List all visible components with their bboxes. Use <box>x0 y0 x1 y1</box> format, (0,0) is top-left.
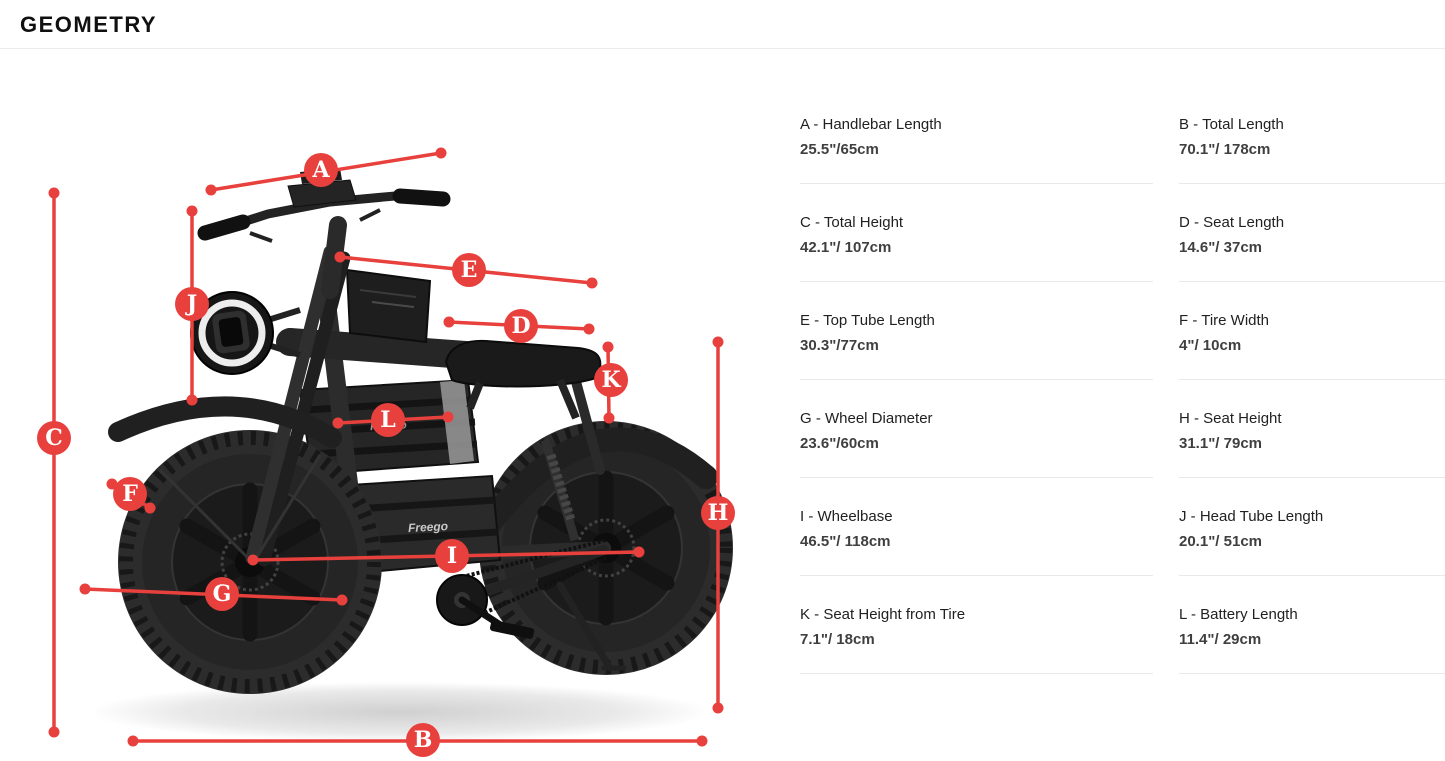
marker-badge-c <box>37 421 71 455</box>
marker-badge-i <box>435 539 469 573</box>
measure-marker-a: A <box>205 147 447 196</box>
measure-marker-g: G <box>79 577 348 611</box>
marker-badge-a <box>304 153 338 187</box>
measurement-markers: A B C D E F G H I J K L <box>37 147 735 757</box>
top-bag <box>345 268 432 344</box>
spec-label: B - Total Length <box>1179 116 1284 133</box>
spec-item-b: B - Total Length 70.1"/ 178cm <box>1179 86 1445 184</box>
spec-value: 42.1"/ 107cm <box>800 239 892 256</box>
measure-marker-c: C <box>37 187 71 738</box>
marker-badge-l <box>371 403 405 437</box>
spec-label: J - Head Tube Length <box>1179 508 1324 525</box>
marker-badge-j <box>175 287 209 321</box>
spec-item-k: K - Seat Height from Tire 7.1"/ 18cm <box>800 576 1153 674</box>
spec-label: K - Seat Height from Tire <box>800 606 966 623</box>
spec-value: 14.6"/ 37cm <box>1179 239 1263 256</box>
measure-marker-e: E <box>334 251 598 289</box>
spec-item-g: G - Wheel Diameter 23.6"/60cm <box>800 380 1153 478</box>
measure-marker-d: D <box>443 309 595 343</box>
spec-column-right: B - Total Length 70.1"/ 178cm D - Seat L… <box>1179 86 1445 674</box>
front-fork <box>245 245 351 567</box>
marker-letter-k: K <box>601 367 621 393</box>
marker-letter-a: A <box>311 157 330 183</box>
measure-marker-l: L <box>332 403 454 437</box>
ground-shadow <box>90 682 710 742</box>
front-fender <box>108 396 342 562</box>
spec-label: E - Top Tube Length <box>800 312 935 329</box>
spec-value: 46.5"/ 118cm <box>800 533 891 550</box>
spec-label: I - Wheelbase <box>800 508 893 525</box>
spec-column-left: A - Handlebar Length 25.5"/65cm C - Tota… <box>800 86 1153 674</box>
spec-item-c: C - Total Height 42.1"/ 107cm <box>800 184 1153 282</box>
spec-value: 23.6"/60cm <box>800 435 879 452</box>
page-title: GEOMETRY <box>20 12 158 37</box>
measure-marker-b: B <box>127 723 708 757</box>
rear-shock <box>540 438 580 542</box>
marker-badge-f <box>113 477 147 511</box>
marker-badge-d <box>504 309 538 343</box>
marker-letter-j: J <box>185 291 197 317</box>
bike-illustration: Freego Freego <box>37 147 735 757</box>
measure-marker-i: I <box>247 539 645 573</box>
spec-value: 11.4"/ 29cm <box>1179 631 1262 648</box>
spec-item-l: L - Battery Length 11.4"/ 29cm <box>1179 576 1445 674</box>
measure-marker-h: H <box>701 336 735 714</box>
spec-item-a: A - Handlebar Length 25.5"/65cm <box>800 86 1153 184</box>
marker-badge-k <box>594 363 628 397</box>
spec-value: 7.1"/ 18cm <box>800 631 875 648</box>
marker-letter-e: E <box>461 257 478 283</box>
marker-badge-e <box>452 253 486 287</box>
marker-badge-h <box>701 496 735 530</box>
measure-marker-j: J <box>175 205 209 406</box>
spec-label: F - Tire Width <box>1179 312 1270 329</box>
spec-list: A - Handlebar Length 25.5"/65cm C - Tota… <box>800 86 1445 674</box>
spec-label: C - Total Height <box>800 214 904 231</box>
spec-value: 70.1"/ 178cm <box>1179 141 1271 158</box>
spec-label: L - Battery Length <box>1179 606 1298 623</box>
spec-value: 25.5"/65cm <box>800 141 879 158</box>
marker-letter-d: D <box>511 313 530 339</box>
marker-letter-f: F <box>122 481 138 507</box>
spec-item-d: D - Seat Length 14.6"/ 37cm <box>1179 184 1445 282</box>
seat <box>444 339 602 420</box>
bike-geometry-diagram: Freego Freego <box>0 50 770 761</box>
spec-item-e: E - Top Tube Length 30.3"/77cm <box>800 282 1153 380</box>
marker-letter-b: B <box>414 727 433 753</box>
spec-item-h: H - Seat Height 31.1"/ 79cm <box>1179 380 1445 478</box>
marker-letter-l: L <box>380 407 395 433</box>
spec-value: 4"/ 10cm <box>1179 337 1242 354</box>
marker-letter-i: I <box>447 543 457 569</box>
spec-label: D - Seat Length <box>1179 214 1285 231</box>
measure-marker-k: K <box>594 341 628 424</box>
marker-letter-g: G <box>213 581 232 607</box>
spec-item-j: J - Head Tube Length 20.1"/ 51cm <box>1179 478 1445 576</box>
spec-value: 30.3"/77cm <box>800 337 879 354</box>
spec-label: H - Seat Height <box>1179 410 1282 427</box>
spec-value: 20.1"/ 51cm <box>1179 533 1263 550</box>
spec-item-f: F - Tire Width 4"/ 10cm <box>1179 282 1445 380</box>
battery-brand-text: Freego <box>408 519 449 535</box>
marker-letter-c: C <box>45 425 63 451</box>
marker-badge-g <box>205 577 239 611</box>
marker-letter-h: H <box>708 500 729 526</box>
handlebar <box>197 168 451 299</box>
spec-item-i: I - Wheelbase 46.5"/ 118cm <box>800 478 1153 576</box>
section-header: GEOMETRY <box>0 0 1445 49</box>
spec-label: G - Wheel Diameter <box>800 410 933 427</box>
spec-value: 31.1"/ 79cm <box>1179 435 1263 452</box>
marker-badge-b <box>406 723 440 757</box>
spec-label: A - Handlebar Length <box>800 116 942 133</box>
measure-marker-f: F <box>106 477 156 514</box>
